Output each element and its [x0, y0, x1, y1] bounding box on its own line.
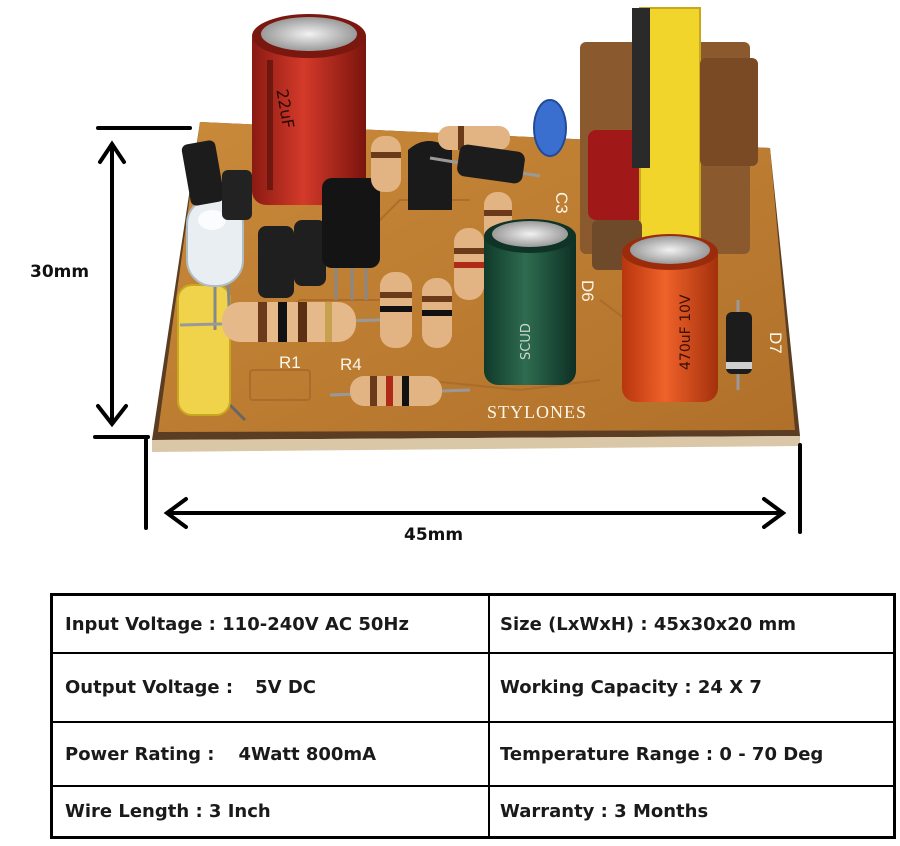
spec-power-rating: Power Rating : 4Watt 800mA: [53, 723, 490, 787]
spec-value: 0 - 70 Deg: [719, 743, 824, 765]
spec-table: Input Voltage : 110-240V AC 50Hz Size (L…: [50, 593, 896, 839]
spec-label: Working Capacity :: [500, 677, 692, 698]
spec-label: Temperature Range :: [500, 743, 714, 765]
spec-value: 24 X 7: [697, 677, 762, 698]
spec-label: Size (LxWxH) :: [500, 613, 648, 635]
height-dimension-label: 30mm: [30, 262, 90, 282]
width-dimension-label: 45mm: [404, 525, 464, 545]
cap-print-orange: 470uF 10V: [678, 294, 694, 370]
spec-value: 5V DC: [255, 677, 316, 698]
transformer: [580, 7, 758, 270]
spec-warranty: Warranty : 3 Months: [490, 787, 893, 836]
silk-r1: R1: [279, 353, 301, 372]
spec-size: Size (LxWxH) : 45x30x20 mm: [490, 596, 893, 654]
spec-output-voltage: Output Voltage : 5V DC: [53, 654, 490, 723]
spec-input-voltage: Input Voltage : 110-240V AC 50Hz: [53, 596, 490, 654]
spec-wire-length: Wire Length : 3 Inch: [53, 787, 490, 836]
silk-board-name: STYLONES: [487, 402, 587, 422]
transistor: [322, 141, 452, 300]
spec-label: Wire Length :: [65, 801, 203, 822]
spec-label: Input Voltage :: [65, 613, 216, 635]
silk-c3: C3: [552, 192, 571, 214]
spec-value: 45x30x20 mm: [653, 613, 797, 635]
electrolytic-capacitor-green: [484, 219, 576, 385]
ceramic-capacitor: [533, 99, 567, 157]
silk-r4: R4: [340, 355, 362, 374]
pcb-photo: STYLONES R1 R4 D6 D7 C3 22uF SCUD 470uF …: [93, 7, 802, 534]
diode-top: [429, 144, 541, 184]
spec-temperature-range: Temperature Range : 0 - 70 Deg: [490, 723, 893, 787]
diode-right: [726, 300, 752, 390]
resistors: [179, 126, 512, 406]
silk-d6: D6: [578, 280, 597, 302]
spec-value: 3 Inch: [208, 801, 271, 822]
spec-label: Power Rating :: [65, 743, 215, 765]
electrolytic-capacitor-orange: [622, 234, 718, 402]
spec-label: Warranty :: [500, 801, 608, 822]
spec-working-capacity: Working Capacity : 24 X 7: [490, 654, 893, 723]
spec-value: 4Watt 800mA: [238, 743, 377, 765]
spec-value: 3 Months: [614, 801, 709, 822]
cap-print-green: SCUD: [519, 323, 534, 360]
electrolytic-capacitor-red: [252, 14, 366, 205]
silk-d7: D7: [766, 332, 785, 354]
diodes-left: [181, 140, 326, 298]
spec-label: Output Voltage :: [65, 677, 234, 698]
dimension-lines: [93, 126, 802, 534]
spec-value: 110-240V AC 50Hz: [222, 613, 409, 635]
